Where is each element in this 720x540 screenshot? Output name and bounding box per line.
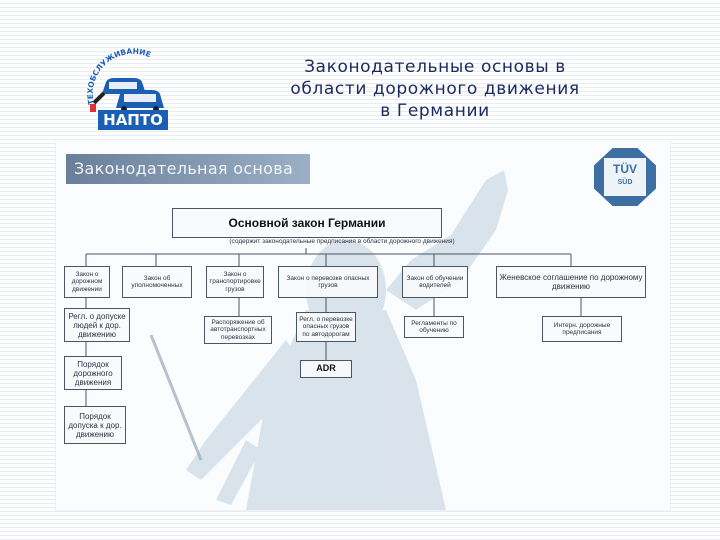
title-line-2: области дорожного движения: [290, 79, 580, 99]
level2-admission-regulation: Регл. о допуске людей к дор. движению: [64, 308, 130, 342]
diagram-connectors: [85, 248, 582, 406]
level1-dangerous-goods-law: Закон о перевозке опасных грузов: [278, 266, 378, 298]
slide-title: Законодательные основы в области дорожно…: [270, 56, 600, 122]
level1-geneva-agreement: Женевское соглашение по дорожному движен…: [496, 266, 646, 298]
logo-cars-icon: ТЕХОБСЛУЖИВАНИЕ: [86, 47, 164, 112]
level2-transport-order: Распоряжение об автотранспортных перевоз…: [204, 316, 272, 344]
level1-driver-training-law: Закон об обучении водителей: [402, 266, 468, 298]
main-law-note: (содержит законодательные предписания в …: [229, 238, 455, 245]
title-line-3: в Германии: [380, 101, 490, 121]
level2-adr: ADR: [300, 360, 352, 378]
tuv-badge-bottom: SÜD: [617, 179, 633, 186]
level2-dangerous-goods-regulation: Регл. о перевозке опасных грузов по авто…: [296, 312, 356, 342]
level2-admission-order: Порядок допуска к дор. движению: [64, 406, 126, 444]
tuv-badge-top: TÜV: [613, 162, 637, 176]
level1-authorized-law: Закон об уполномоченных: [122, 266, 192, 298]
statue-watermark: [149, 170, 508, 510]
level2-training-regulations: Регламенты по обучению: [404, 316, 464, 338]
tuv-badge-inner: TÜV SÜD: [604, 158, 646, 196]
title-line-1: Законодательные основы в: [304, 57, 566, 77]
main-law-box: Основной закон Германии: [172, 208, 442, 238]
diagram-photo: Законодательная основа TÜV SÜD Основной: [56, 140, 670, 510]
napto-logo: ТЕХОБСЛУЖИВАНИЕ НАПТО: [80, 46, 180, 132]
level2-international-rules: Интерн. дорожные предписания: [542, 316, 622, 342]
level1-freight-law: Закон о транспортировке грузов: [206, 266, 264, 298]
tuv-badge: TÜV SÜD: [594, 148, 656, 206]
level1-traffic-law: Закон о дорожном движении: [64, 266, 110, 298]
logo-brand: НАПТО: [98, 110, 168, 130]
level2-traffic-order: Порядок дорожного движения: [64, 356, 122, 390]
diagram-header: Законодательная основа: [66, 154, 310, 184]
